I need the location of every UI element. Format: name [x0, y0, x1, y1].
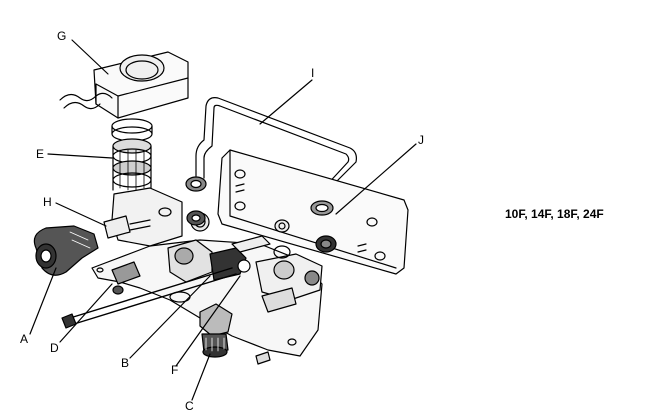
connector-d	[111, 261, 141, 295]
callout-j: J	[418, 133, 424, 147]
retaining-clip	[59, 92, 113, 110]
leader-b	[129, 275, 211, 359]
leader-h	[55, 202, 107, 227]
leader-e	[47, 153, 113, 159]
tube-fitting-h	[103, 215, 151, 239]
leader-a	[29, 267, 57, 335]
callout-g: G	[57, 29, 67, 43]
callout-d: D	[50, 341, 59, 355]
model-numbers-label: 10F, 14F, 18F, 24F	[505, 207, 604, 221]
callout-h: H	[43, 195, 52, 209]
callout-b: B	[121, 356, 130, 370]
leader-d	[59, 283, 113, 343]
leader-f	[175, 275, 241, 367]
motor-cover	[93, 51, 189, 119]
callout-e: E	[36, 147, 45, 161]
elbow-fitting-a	[33, 225, 99, 276]
leader-g	[71, 39, 109, 75]
callout-f: F	[171, 363, 179, 377]
bent-tube-i	[195, 97, 357, 201]
callout-i: I	[311, 66, 315, 80]
leader-i	[259, 79, 313, 125]
callout-a: A	[20, 332, 29, 346]
rod-b	[69, 267, 237, 325]
drain-fitting-c	[199, 303, 233, 358]
leader-c	[191, 353, 211, 401]
leader-j	[335, 143, 417, 215]
valve-cartridge	[111, 118, 153, 191]
center-manifold	[167, 235, 323, 313]
callout-c: C	[185, 399, 194, 413]
